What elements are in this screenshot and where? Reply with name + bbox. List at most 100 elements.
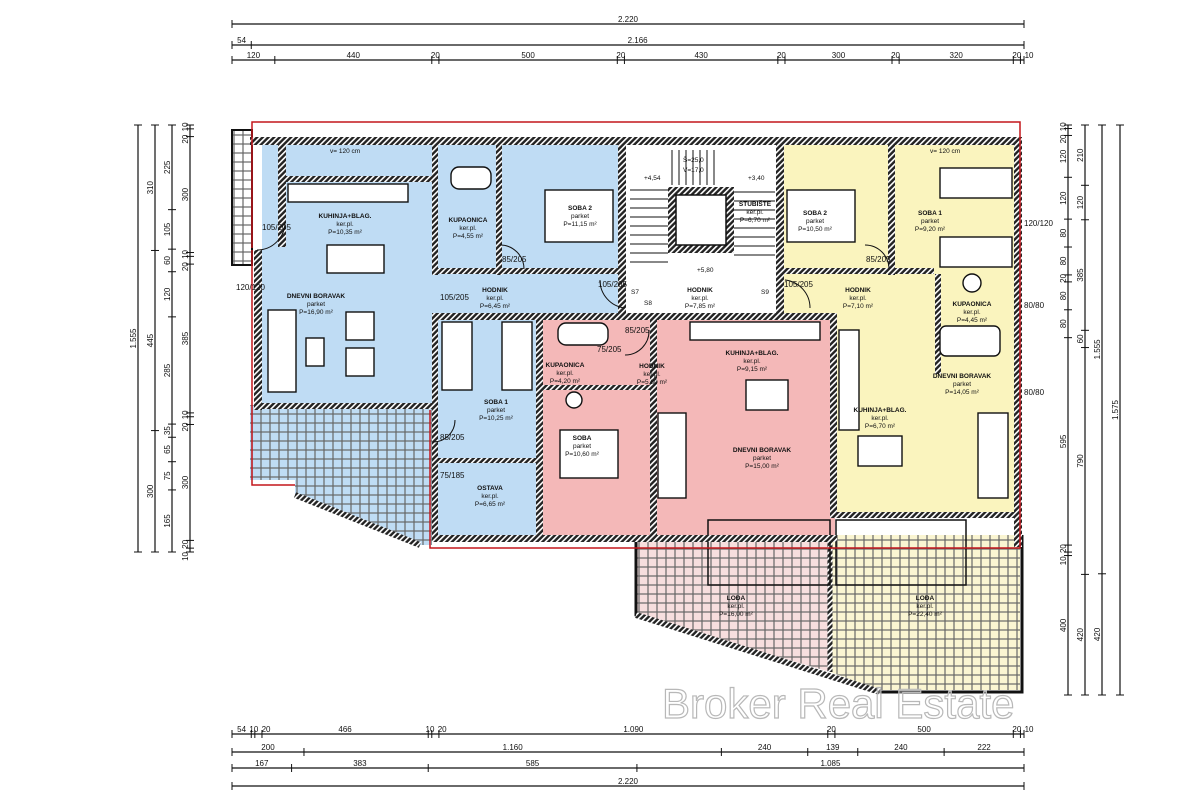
dimension-value: 20 (1012, 725, 1021, 734)
dimension-value: 10 (1059, 122, 1068, 131)
room-floor: ker.pl. (727, 603, 745, 610)
dimension-value: 430 (694, 51, 708, 60)
dimension-value: 240 (758, 743, 772, 752)
door-dimension: 85/205 (866, 255, 891, 264)
room-floor: parket (307, 301, 325, 308)
room-area: P=22,40 m² (908, 611, 943, 618)
bed (939, 167, 1013, 199)
dimension-value: 65 (163, 444, 172, 453)
dimension-value: 466 (338, 725, 352, 734)
dimension-value: 20 (616, 51, 625, 60)
coffee-table (305, 337, 325, 367)
red-outline-line (251, 250, 295, 486)
sofa (657, 412, 687, 499)
dimension-value: 20 (891, 51, 900, 60)
level-mark: +5,80 (697, 267, 714, 274)
stair-tread-width: Š=25,0 (683, 155, 704, 164)
dimension-value: 790 (1076, 454, 1085, 468)
sofa (267, 309, 297, 393)
room-text: KUHINJA+BLAG.ker.pl.P=6,70 m² (854, 407, 907, 430)
dimension-value: 120 (247, 51, 261, 60)
terrace-left-grid (250, 405, 432, 545)
watermark: Broker Real Estate (662, 680, 1015, 727)
room-area: P=6,45 m² (480, 303, 511, 310)
door-dimension: 85/205 (625, 326, 650, 335)
kitchen-counter (838, 329, 860, 431)
wall (432, 313, 835, 320)
dimension-value: 300 (146, 484, 155, 498)
bathtub (450, 166, 492, 190)
bed (501, 321, 533, 391)
dimension-value: 2.220 (618, 777, 639, 786)
dimension-value: 60 (1076, 334, 1085, 343)
wall (650, 320, 657, 535)
room-area: P=16,00 m² (719, 611, 754, 618)
room-floor: parket (573, 443, 591, 450)
dining-table (857, 435, 903, 467)
bed (559, 429, 619, 479)
room-floor: ker.pl. (871, 415, 889, 422)
room-name: SOBA (573, 435, 592, 442)
level-mark: +4,54 (644, 175, 661, 182)
dimension-value: 595 (1059, 434, 1068, 448)
wall (254, 250, 262, 410)
wall (830, 313, 837, 518)
dimension-value: 240 (894, 743, 908, 752)
dimension-value: 20 (262, 725, 271, 734)
plan-notes: v= 120 cm v= 120 cm Š=25,0 V=17,0 +4,54 … (330, 148, 960, 307)
dimension-value: 10 (181, 122, 190, 131)
dimension-value: 75 (163, 471, 172, 480)
wall (543, 385, 653, 390)
shaft-label: S9 (761, 289, 769, 296)
level-mark: +3,40 (748, 175, 765, 182)
room-name: SOBA 1 (918, 210, 942, 217)
room-area: P=6,70 m² (865, 423, 896, 430)
kitchen-counter (287, 183, 409, 203)
loggia-right-inner (835, 519, 967, 586)
dimension-value: 10 (181, 551, 190, 560)
room-label: KUHINJA+BLAG.ker.pl.P=6,70 m² (854, 407, 907, 430)
room-area: P=4,45 m² (957, 317, 988, 324)
room-floor: parket (571, 213, 589, 220)
stair-riser-height: V=17,0 (683, 167, 704, 174)
dimension-value: 120 (1059, 149, 1068, 163)
dimension-value: 139 (826, 743, 840, 752)
dimension-value: 1.575 (1111, 399, 1120, 420)
wall (837, 512, 1022, 518)
door-swing (599, 279, 626, 309)
stair-treads (630, 150, 775, 263)
dimension-value: 20 (181, 422, 190, 431)
bed (441, 321, 473, 391)
dimension-value: 225 (163, 160, 172, 174)
dimension-value: 1.085 (820, 759, 841, 768)
wall (888, 145, 895, 275)
loggia-right-grid (830, 535, 1020, 690)
dimension-value: 165 (163, 514, 172, 528)
doors (256, 221, 890, 443)
dimension-value: 80 (1059, 256, 1068, 265)
room-floor: ker.pl. (336, 221, 354, 228)
room-floor: ker.pl. (486, 295, 504, 302)
dimension-value: 500 (917, 725, 931, 734)
room-floor: ker.pl. (743, 358, 761, 365)
wall (432, 145, 438, 275)
dimension-value: 20 (1059, 544, 1068, 553)
door-dimension: 120/120 (1024, 219, 1053, 228)
door-swing (256, 221, 286, 251)
dimension-value: 80 (1059, 228, 1068, 237)
door-dimension: 80/80 (1024, 388, 1045, 397)
dimension-value: 10 (249, 725, 258, 734)
room-label: KUHINJA+BLAG.ker.pl.P=9,15 m² (726, 350, 779, 373)
